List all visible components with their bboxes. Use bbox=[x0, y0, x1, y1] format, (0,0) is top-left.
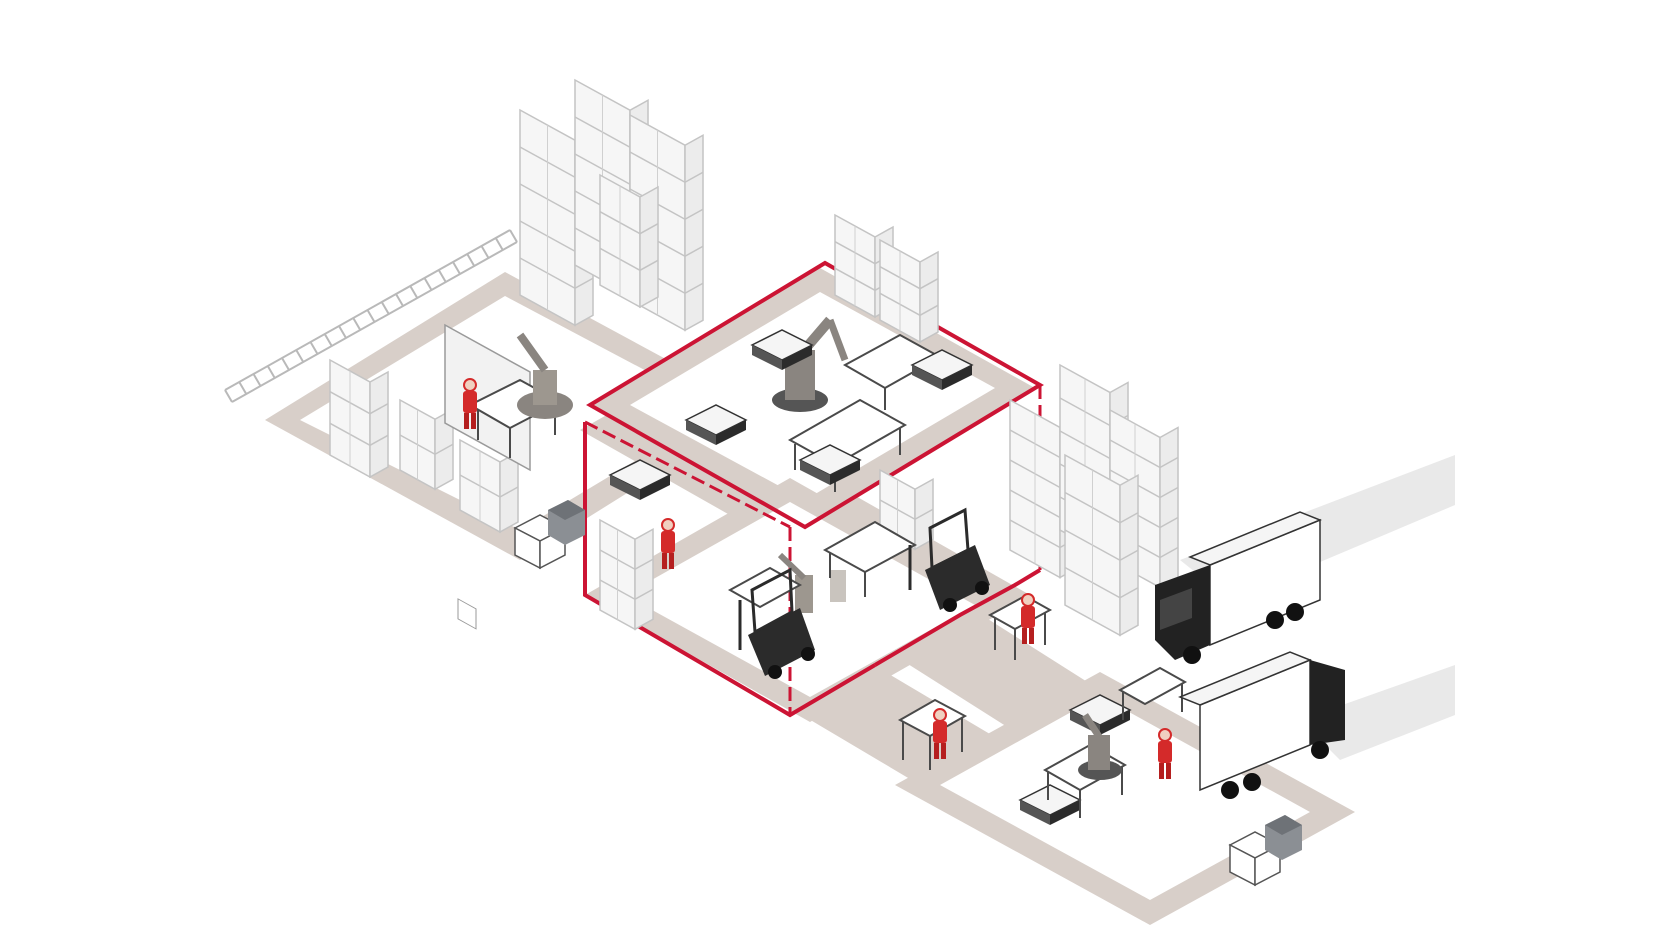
rail-tie bbox=[309, 341, 319, 355]
cell-industrial-robot bbox=[772, 316, 849, 412]
workstation-lower bbox=[897, 698, 968, 770]
rail-tie bbox=[352, 317, 362, 331]
worker-group bbox=[463, 378, 1172, 779]
storage-rack bbox=[599, 518, 654, 631]
worker-figure bbox=[933, 708, 947, 759]
conveyor-rail bbox=[224, 229, 518, 403]
worker-figure bbox=[661, 518, 675, 569]
assembly-robot-arm bbox=[516, 332, 573, 419]
worker-figure bbox=[1158, 728, 1172, 779]
rail-tie bbox=[409, 285, 419, 299]
rail-tie bbox=[395, 293, 404, 307]
rail-tie bbox=[509, 229, 518, 243]
rail-tie bbox=[437, 269, 447, 283]
rail-tie bbox=[281, 357, 290, 371]
storage-racks-right bbox=[1009, 363, 1179, 637]
storage-racks-top bbox=[519, 78, 704, 332]
rail-tie bbox=[466, 253, 476, 267]
shipping-robot-arm bbox=[1078, 713, 1122, 780]
agv-robot bbox=[684, 404, 748, 445]
rail-tie bbox=[494, 237, 504, 251]
agv-robot bbox=[608, 459, 672, 500]
agv-fleet bbox=[608, 329, 1132, 825]
storage-rack bbox=[599, 173, 659, 309]
rail-tie bbox=[452, 261, 461, 275]
agv-robot bbox=[1018, 784, 1082, 825]
storage-rack bbox=[879, 238, 939, 344]
agv-robot bbox=[910, 349, 974, 390]
rail-tie bbox=[338, 325, 347, 339]
picking-table bbox=[727, 520, 918, 609]
worker-figure bbox=[463, 378, 477, 429]
truck-upper bbox=[1155, 511, 1322, 664]
agv-robot bbox=[798, 444, 862, 485]
rail-tie bbox=[323, 333, 333, 347]
storage-rack bbox=[399, 398, 454, 491]
rail-tie bbox=[423, 277, 433, 291]
rail-tie bbox=[224, 389, 233, 403]
workstation-mid bbox=[987, 594, 1053, 660]
waste-bin-right bbox=[1265, 815, 1302, 860]
worker-figure bbox=[1021, 593, 1035, 644]
truck-lower bbox=[1178, 651, 1345, 799]
rail-tie bbox=[238, 381, 248, 395]
rail-tie bbox=[366, 309, 376, 323]
storage-rack bbox=[329, 358, 389, 479]
rail-tie bbox=[266, 365, 276, 379]
waste-bin-left bbox=[548, 500, 585, 545]
rail-tie bbox=[380, 301, 390, 315]
rail-tie bbox=[295, 349, 305, 363]
agv-robot bbox=[750, 329, 814, 370]
rail-tie bbox=[252, 373, 262, 387]
storage-rack bbox=[459, 438, 519, 534]
rail-tie bbox=[480, 245, 490, 259]
forklift-right bbox=[908, 507, 990, 612]
storage-rack bbox=[1064, 453, 1139, 637]
storage-racks-small bbox=[329, 213, 939, 631]
forklift-center bbox=[738, 567, 815, 679]
